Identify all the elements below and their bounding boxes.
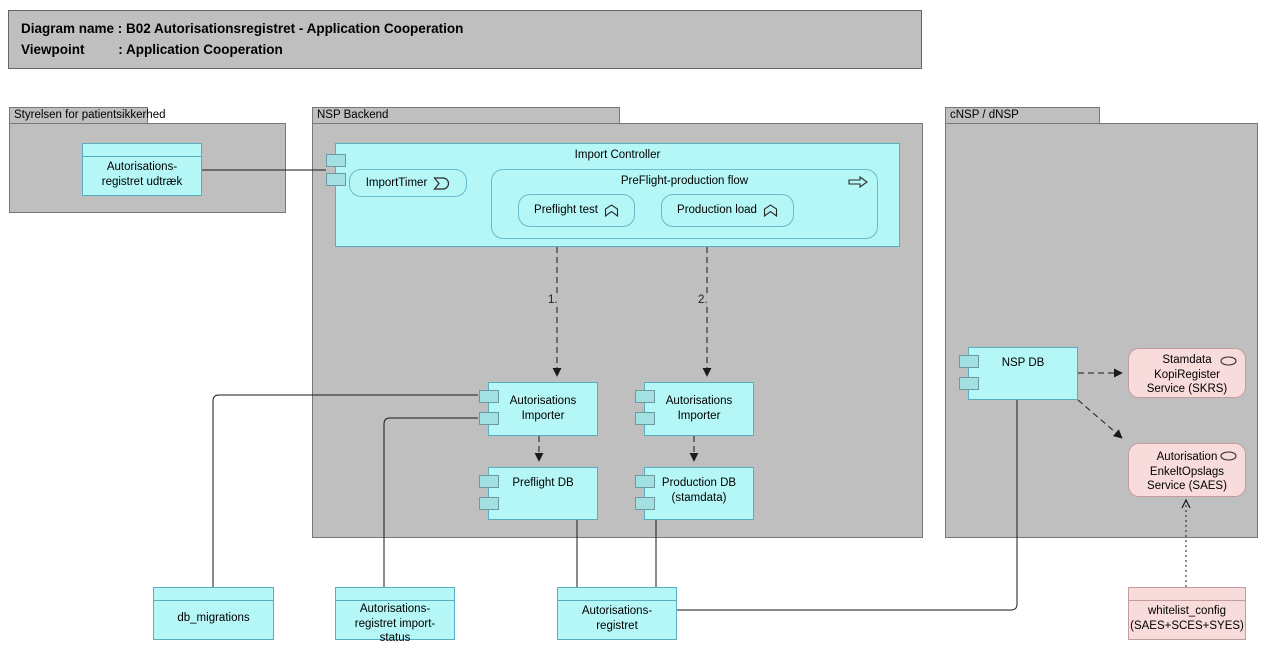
component-port xyxy=(635,390,655,403)
connector-autreg-nspdb xyxy=(677,400,1018,611)
node-nsp-db[interactable]: NSP DB xyxy=(959,347,1078,400)
group-tab-patientsikkerhed[interactable]: Styrelsen for patientsikkerhed xyxy=(9,107,166,123)
node-preflight-production-flow[interactable]: PreFlight-production flow Preflight test… xyxy=(491,169,878,239)
artifact-strip xyxy=(558,588,676,601)
node-label: Preflight test xyxy=(534,204,598,217)
node-label: Import Controller xyxy=(574,149,661,161)
component-port xyxy=(479,497,499,510)
component-port xyxy=(635,497,655,510)
component-port xyxy=(326,154,346,167)
node-whitelist-config[interactable]: whitelist_config (SAES+SCES+SYES) xyxy=(1128,587,1246,640)
connector-nspdb-saes xyxy=(1077,399,1123,439)
component-port xyxy=(959,355,979,368)
node-label: db_migrations xyxy=(177,612,250,625)
node-label: Autorisations- registret import- status xyxy=(354,603,436,645)
group-label: cNSP / dNSP xyxy=(950,109,1019,121)
diagram-viewpoint: Viewpoint : Application Cooperation xyxy=(21,42,283,57)
component-port xyxy=(479,475,499,488)
flow-step-label-1: 1. xyxy=(546,294,560,306)
node-label: PreFlight-production flow xyxy=(620,175,749,187)
node-label: Autorisations Importer xyxy=(665,395,733,422)
diagram-name: Diagram name : B02 Autorisationsregistre… xyxy=(21,21,464,36)
service-oval-icon xyxy=(1220,356,1237,366)
component-port xyxy=(635,475,655,488)
process-arrow-icon xyxy=(848,176,868,188)
artifact-strip xyxy=(154,588,273,601)
artifact-strip xyxy=(1129,588,1245,601)
group-tab-nsp-backend[interactable]: NSP Backend xyxy=(312,107,620,123)
node-autorisations-importer-preflight[interactable]: Autorisations Importer xyxy=(479,382,598,436)
service-oval-icon xyxy=(1220,451,1237,461)
component-port xyxy=(959,377,979,390)
group-label: Styrelsen for patientsikkerhed xyxy=(14,109,166,121)
node-label: whitelist_config (SAES+SCES+SYES) xyxy=(1130,604,1244,632)
node-label: Autorisations- registret udtræk xyxy=(101,160,183,188)
node-preflight-db[interactable]: Preflight DB xyxy=(479,467,598,520)
node-import-status[interactable]: Autorisations- registret import- status xyxy=(335,587,455,644)
function-icon xyxy=(763,204,778,217)
node-import-timer[interactable]: ImportTimer xyxy=(349,169,467,197)
node-label: NSP DB xyxy=(1001,357,1045,369)
component-port xyxy=(479,390,499,403)
component-port xyxy=(326,173,346,186)
event-icon xyxy=(433,176,450,190)
artifact-strip xyxy=(336,588,454,601)
node-production-db[interactable]: Production DB (stamdata) xyxy=(635,467,754,520)
node-label: Production DB (stamdata) xyxy=(661,477,737,504)
component-port xyxy=(635,412,655,425)
node-label: Autorisations Importer xyxy=(509,395,577,422)
component-port xyxy=(479,412,499,425)
node-saes-service[interactable]: Autorisation EnkeltOpslags Service (SAES… xyxy=(1128,443,1246,497)
node-autorisationsregistret[interactable]: Autorisations- registret xyxy=(557,587,677,640)
node-import-controller[interactable]: Import Controller ImportTimer PreFlight-… xyxy=(326,143,900,247)
node-label: Preflight DB xyxy=(512,477,574,489)
node-skrs-service[interactable]: Stamdata KopiRegister Service (SKRS) xyxy=(1128,348,1246,398)
node-label: ImportTimer xyxy=(365,176,428,189)
connector-importstatus-importer xyxy=(383,417,478,587)
node-label: Autorisations- registret xyxy=(581,604,653,632)
node-preflight-test[interactable]: Preflight test xyxy=(518,194,635,227)
node-production-load[interactable]: Production load xyxy=(661,194,794,227)
node-db-migrations[interactable]: db_migrations xyxy=(153,587,274,640)
node-label: Production load xyxy=(677,204,757,217)
node-label: Stamdata KopiRegister Service (SKRS) xyxy=(1146,353,1228,396)
group-label: NSP Backend xyxy=(317,109,389,121)
diagram-title-box: Diagram name : B02 Autorisationsregistre… xyxy=(8,10,922,69)
node-autorisationsregistret-udtraek[interactable]: Autorisations- registret udtræk xyxy=(82,143,202,196)
flow-step-label-2: 2. xyxy=(696,294,710,306)
group-tab-cnsp[interactable]: cNSP / dNSP xyxy=(945,107,1100,123)
node-autorisations-importer-production[interactable]: Autorisations Importer xyxy=(635,382,754,436)
artifact-strip xyxy=(83,144,201,157)
connector-dbmigrations-importer xyxy=(212,394,478,587)
function-icon xyxy=(604,204,619,217)
node-label: Autorisation EnkeltOpslags Service (SAES… xyxy=(1147,450,1227,493)
